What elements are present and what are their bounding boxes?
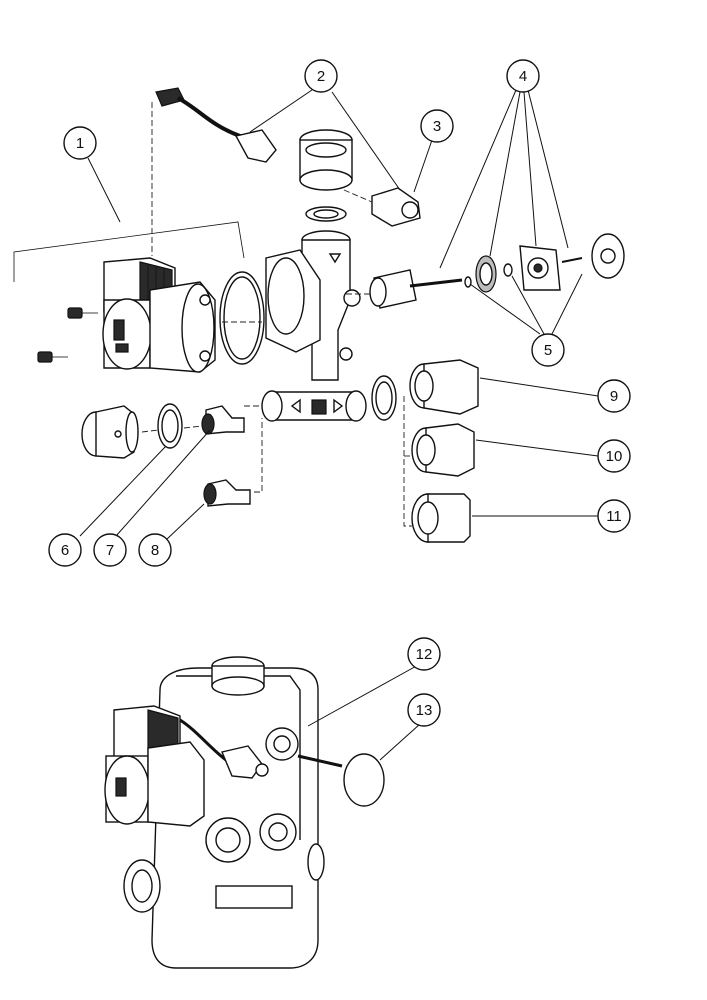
callout-11: 11 (597, 499, 631, 533)
gasket-right (371, 375, 397, 421)
callout-13: 13 (407, 693, 441, 727)
dash-guide-right (403, 396, 412, 527)
cable-part-2 (151, 87, 277, 256)
callout-label: 12 (416, 646, 433, 663)
callout-label: 6 (61, 542, 69, 559)
connector-part-3 (343, 187, 421, 227)
callout-3: 3 (420, 109, 454, 143)
gasket-part-6 (157, 403, 183, 449)
sensor-part-8 (203, 418, 263, 507)
fitting-part-10 (411, 423, 475, 477)
callout-label: 2 (317, 68, 325, 85)
screw-upper (67, 307, 98, 319)
callout-6: 6 (48, 533, 82, 567)
callout-label: 11 (606, 508, 622, 525)
callout-1: 1 (63, 126, 97, 160)
screw-lower (37, 351, 68, 363)
left-union-fitting (81, 405, 139, 459)
callout-8: 8 (138, 533, 172, 567)
callout-12: 12 (407, 637, 441, 671)
callout-label: 13 (416, 702, 433, 719)
callout-10: 10 (597, 439, 631, 473)
valve-body (222, 230, 367, 422)
cap-part-13 (297, 753, 385, 807)
callout-label: 4 (519, 68, 527, 85)
fitting-part-11 (411, 493, 471, 543)
leader-lines (79, 89, 599, 761)
fitting-part-9 (409, 359, 479, 415)
callout-7: 7 (93, 533, 127, 567)
callout-label: 5 (544, 342, 552, 359)
callout-label: 8 (151, 542, 159, 559)
sensor-part-7 (141, 405, 245, 435)
callout-4: 4 (506, 59, 540, 93)
callout-label: 10 (606, 448, 623, 465)
callout-5: 5 (531, 333, 565, 367)
callout-2: 2 (304, 59, 338, 93)
callout-label: 7 (106, 542, 114, 559)
callout-label: 3 (433, 118, 441, 135)
callout-9: 9 (597, 379, 631, 413)
callout-label: 1 (76, 135, 84, 152)
callout-label: 9 (610, 388, 618, 405)
top-union-fitting (299, 129, 353, 222)
assembled-unit (104, 656, 325, 969)
pump-part-1 (13, 221, 265, 373)
valve-cartridge-assembly (346, 233, 625, 309)
